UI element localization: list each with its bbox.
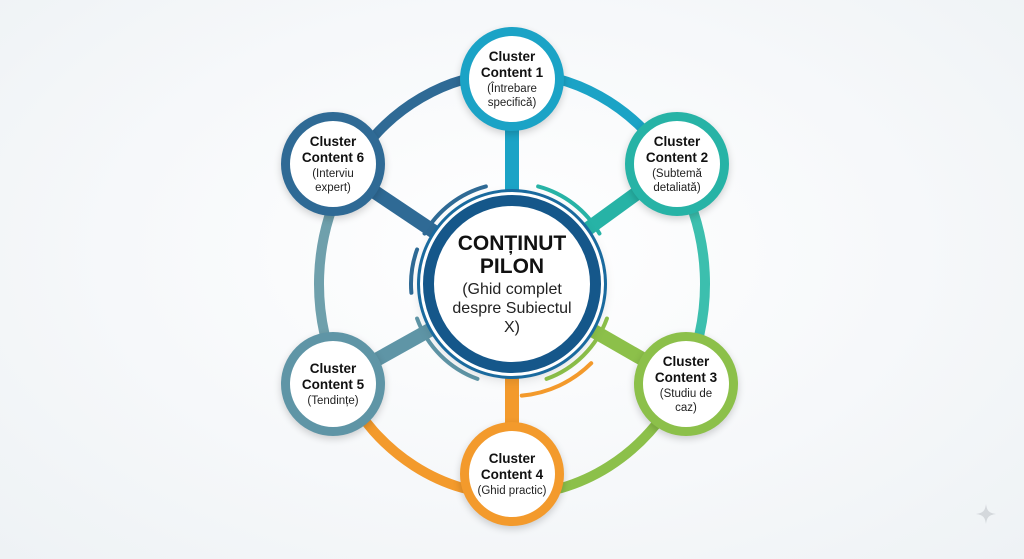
cluster-subtitle: (Întrebare specifică) <box>487 82 537 109</box>
cluster-node-6[interactable]: Cluster Content 6 (Interviu expert) <box>281 112 385 216</box>
cluster-node-1[interactable]: Cluster Content 1 (Întrebare specifică) <box>460 27 564 131</box>
cluster-title: Content 5 <box>301 376 365 392</box>
center-arc-5 <box>409 247 420 295</box>
cluster-title: Content 6 <box>301 149 365 165</box>
pillar-title-line2: PILON <box>479 254 545 278</box>
cluster-title: Content 3 <box>654 369 718 385</box>
center-arc-4 <box>415 316 480 381</box>
cluster-title: Content 4 <box>480 466 544 482</box>
cluster-subtitle: (Subtemă detaliată) <box>652 167 702 194</box>
cluster-label: Cluster <box>653 133 701 149</box>
sparkle-icon <box>976 504 996 524</box>
cluster-subtitle: (Interviu expert) <box>312 167 354 194</box>
cluster-label: Cluster <box>662 353 710 369</box>
cluster-title: Content 1 <box>480 64 544 80</box>
center-arc-3 <box>544 316 609 381</box>
pillar-subtitle: (Ghid complet despre Subiectul X) <box>452 280 572 336</box>
center-arc-2 <box>536 184 602 236</box>
cluster-label: Cluster <box>309 133 357 149</box>
cluster-subtitle: (Studiu de caz) <box>659 387 713 414</box>
center-arc-1 <box>422 184 488 236</box>
cluster-subtitle: (Ghid practic) <box>477 484 547 497</box>
cluster-label: Cluster <box>488 48 536 64</box>
center-arc-6 <box>519 361 594 398</box>
cluster-title: Content 2 <box>645 149 709 165</box>
cluster-label: Cluster <box>488 450 536 466</box>
pillar-title-line1: CONȚINUT <box>457 231 567 255</box>
cluster-node-4[interactable]: Cluster Content 4 (Ghid practic) <box>460 422 564 526</box>
cluster-node-2[interactable]: Cluster Content 2 (Subtemă detaliată) <box>625 112 729 216</box>
cluster-node-5[interactable]: Cluster Content 5 (Tendințe) <box>281 332 385 436</box>
cluster-label: Cluster <box>309 360 357 376</box>
pillar-content-node[interactable]: CONȚINUT PILON (Ghid complet despre Subi… <box>423 195 601 373</box>
center-arcs <box>409 184 609 398</box>
cluster-node-3[interactable]: Cluster Content 3 (Studiu de caz) <box>634 332 738 436</box>
cluster-subtitle: (Tendințe) <box>307 394 359 407</box>
